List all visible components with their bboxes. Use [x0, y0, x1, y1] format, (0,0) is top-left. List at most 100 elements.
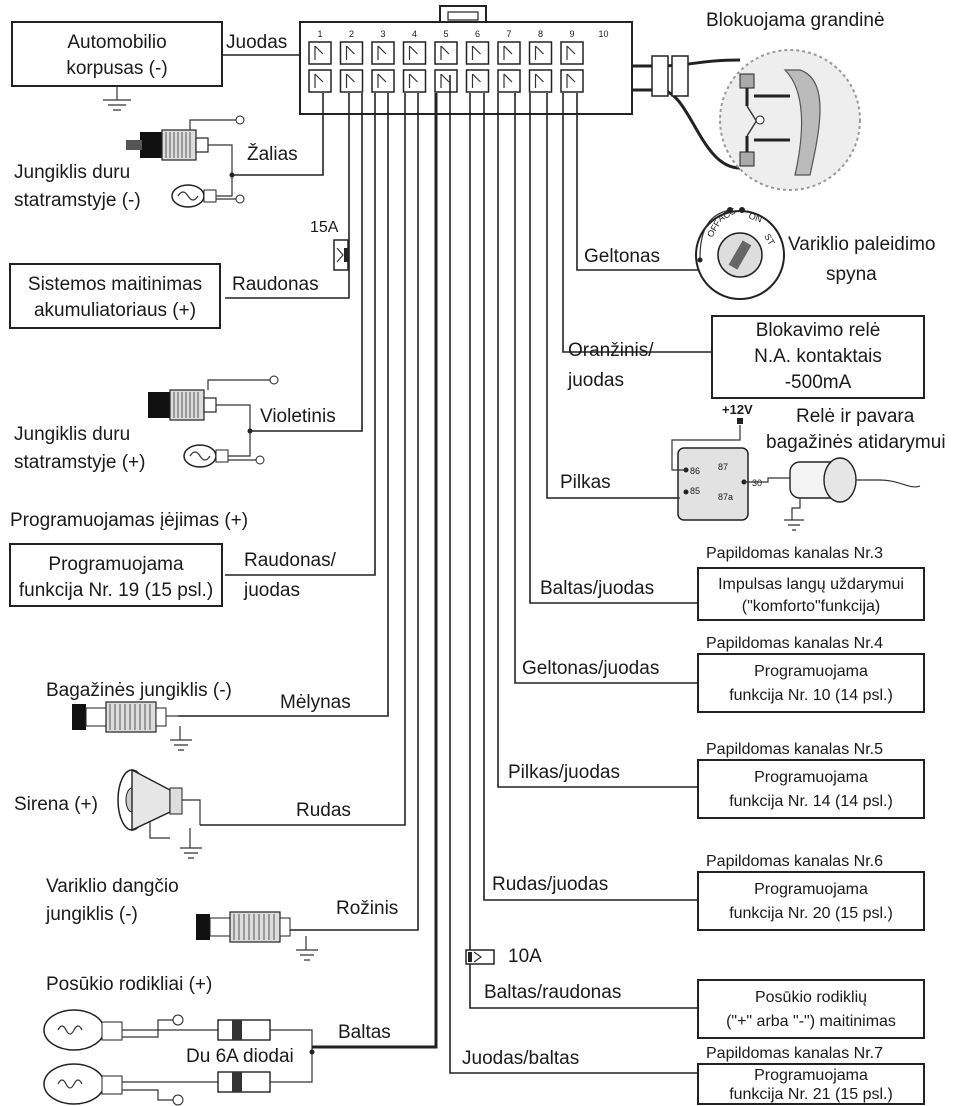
connector-pin-contact	[408, 45, 418, 60]
fuse-10a-label: 10A	[508, 946, 542, 967]
connector-pin-cell	[560, 41, 584, 65]
ch3-line1: Impulsas langų uždarymui	[718, 576, 904, 593]
connector-pin-contact	[440, 45, 450, 60]
ground-icon	[103, 99, 131, 111]
connector-pin-number: 3	[380, 29, 385, 39]
connector-pin-contact	[440, 73, 450, 88]
fuse-15a-label: 15A	[310, 219, 339, 236]
connector-pin-contact	[314, 45, 324, 60]
power-box-line1: Sistemos maitinimas	[28, 274, 202, 295]
door-switch-neg-icon	[126, 115, 245, 208]
prog19-line2: funkcija Nr. 19 (15 psl.)	[19, 580, 213, 601]
diodes-label: Du 6A diodai	[186, 1046, 294, 1067]
trunk-relay-label2: bagažinės atidarymui	[766, 432, 946, 453]
connector-pin-cell	[339, 69, 364, 93]
ignition-lock-icon: OFF ACC ON ST	[695, 205, 785, 300]
connector-pin-number: 7	[506, 29, 511, 39]
connector-pin-number: 6	[475, 29, 480, 39]
connector-pin-contact	[471, 73, 481, 88]
relay-pin-86: 86	[690, 466, 700, 476]
programmable-input-label: Programuojamas įėjimas (+)	[10, 510, 248, 531]
blocked-circuit-label: Blokuojama grandinė	[706, 10, 885, 31]
connector-pin-contact	[534, 45, 544, 60]
ch3-title: Papildomas kanalas Nr.3	[706, 545, 883, 562]
prog19-line1: Programuojama	[48, 554, 184, 575]
wires	[178, 54, 712, 1074]
hood-switch-label2: jungiklis (-)	[45, 904, 138, 925]
diodes-icon	[217, 1019, 323, 1093]
wire-label-zalias: Žalias	[247, 143, 298, 165]
connector-pin-cell	[434, 41, 458, 65]
connector-pin-contact	[503, 73, 513, 88]
ch5-line1: Programuojama	[754, 769, 868, 786]
connector-pin-cell	[465, 41, 490, 65]
fuse-15a-icon	[333, 239, 349, 271]
wire-label-oranzinis-2: juodas	[567, 370, 624, 391]
ch5-line2: funkcija Nr. 14 (14 psl.)	[729, 793, 893, 810]
wire-label-rudas-juodas: Rudas/juodas	[492, 874, 608, 895]
trunk-switch-label: Bagažinės jungiklis (-)	[46, 680, 232, 701]
chassis-box: Automobilio korpusas (-)	[11, 21, 223, 111]
wire-label-baltas: Baltas	[338, 1022, 391, 1043]
door-switch-pos-icon	[148, 375, 279, 468]
power-box-line2: akumuliatoriaus (+)	[34, 300, 196, 321]
connector-pin-number: 4	[412, 29, 417, 39]
connector-pin-cell	[560, 69, 584, 93]
ch6-title: Papildomas kanalas Nr.6	[706, 853, 883, 870]
ignition-label1: Variklio paleidimo	[788, 234, 936, 255]
connector-pin-cell	[402, 69, 427, 93]
connector-pin-contact	[408, 73, 418, 88]
wire-label-geltonas-juodas: Geltonas/juodas	[522, 658, 659, 679]
turn-signals-label: Posūkio rodikliai (+)	[46, 974, 212, 995]
block-relay-line3: -500mA	[785, 372, 852, 393]
connector-pin-contact	[377, 73, 387, 88]
wire-label-baltas-raudonas: Baltas/raudonas	[484, 982, 621, 1003]
connector-pin-number: 9	[569, 29, 574, 39]
trunk-switch-icon	[72, 701, 192, 751]
wire-label-geltonas: Geltonas	[584, 246, 660, 267]
connector-pin-contact	[314, 73, 324, 88]
turn-power-line1: Posūkio rodiklių	[755, 989, 867, 1006]
block-relay-line1: Blokavimo relė	[756, 320, 881, 341]
connector-pin-cell	[528, 69, 553, 93]
wire-label-pilkas: Pilkas	[560, 472, 611, 493]
wire-label-raudonas: Raudonas	[232, 274, 319, 295]
wire-label-pilkas-juodas: Pilkas/juodas	[508, 762, 620, 783]
connector-pin-contact	[534, 73, 544, 88]
turn-power-line2: ("+" arba "-") maitinimas	[726, 1013, 896, 1030]
wire-label-raudonas-juodas-2: juodas	[243, 580, 300, 601]
trunk-relay-icon: 86 87 85 87a 30	[547, 418, 921, 531]
siren-label: Sirena (+)	[14, 794, 98, 815]
chassis-line1: Automobilio	[67, 32, 166, 53]
relay-pin-30: 30	[752, 478, 762, 488]
connector-pin-number: 2	[349, 29, 354, 39]
wire-label-juodas: Juodas	[226, 32, 287, 53]
connector-pin-number: 1	[317, 29, 322, 39]
siren-icon	[117, 768, 202, 859]
ch7-line1: Programuojama	[754, 1067, 868, 1084]
wire-label-rozinis: Rožinis	[336, 898, 398, 919]
ch7-line2: funkcija Nr. 21 (15 psl.)	[729, 1086, 893, 1103]
ch3-line2: ("komforto"funkcija)	[742, 598, 881, 615]
connector-pin-cell	[308, 69, 332, 93]
hood-switch-label1: Variklio dangčio	[46, 876, 179, 897]
connector-pin-cell	[339, 41, 364, 65]
block-relay-line2: N.A. kontaktais	[754, 346, 882, 367]
connector-pin-cell	[434, 69, 458, 93]
wire-label-raudonas-juodas-1: Raudonas/	[244, 550, 337, 571]
connector-pin-contact	[566, 73, 576, 88]
connector-pin-cell	[528, 41, 553, 65]
door-switch-pos-label1: Jungiklis duru	[14, 424, 130, 445]
wire-label-melynas: Mėlynas	[280, 692, 351, 713]
fuse-10a-icon	[465, 949, 495, 965]
connector-pin-contact	[503, 45, 513, 60]
plus12v-label: +12V	[722, 402, 753, 417]
connector-pin-cell	[465, 69, 490, 93]
ch7-title: Papildomas kanalas Nr.7	[706, 1045, 883, 1062]
connector-pin-number: 8	[538, 29, 543, 39]
wire-label-oranzinis-1: Oranžinis/	[568, 340, 654, 361]
connector-pin-number: 5	[443, 29, 448, 39]
door-switch-neg-label2: statramstyje (-)	[14, 190, 141, 211]
